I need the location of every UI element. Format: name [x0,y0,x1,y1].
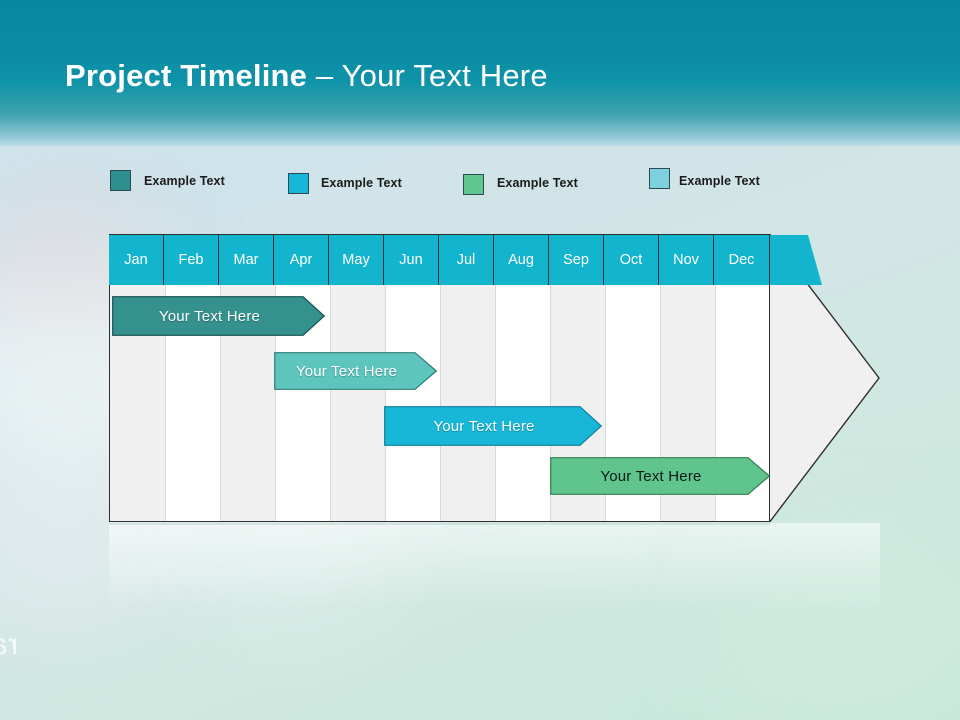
legend-swatch-1 [110,170,131,191]
task-bar-label: Your Text Here [295,362,398,380]
task-bar-shape [112,296,325,336]
month-header-nov[interactable]: Nov [659,235,714,285]
page-title-light: Your Text Here [341,58,548,93]
column-divider [275,260,276,521]
legend-label-3: Example Text [497,176,578,190]
page-title-strong: Project Timeline [65,58,308,93]
month-header-sep[interactable]: Sep [549,235,604,285]
column-divider [660,260,661,521]
column-divider [550,260,551,521]
month-header-apr[interactable]: Apr [274,235,329,285]
task-bar-3[interactable]: Your Text Here [384,406,602,446]
month-header-jan[interactable]: Jan [109,235,164,285]
column-divider [385,260,386,521]
month-header-feb[interactable]: Feb [164,235,219,285]
month-header-oct[interactable]: Oct [604,235,659,285]
chart-reflection [109,523,880,609]
column-divider [605,260,606,521]
legend-swatch-4 [649,168,670,189]
task-bar-shape [274,352,437,390]
legend-label-1: Example Text [144,174,225,188]
task-bar-4[interactable]: Your Text Here [550,457,770,495]
page-title-separator: – [307,58,342,93]
legend-swatch-2 [288,173,309,194]
task-bar-shape [550,457,770,495]
column-divider [330,260,331,521]
task-bar-1[interactable]: Your Text Here [112,296,325,336]
month-header-mar[interactable]: Mar [219,235,274,285]
task-bar-label: Your Text Here [600,467,702,485]
background-glow-5 [700,520,960,720]
chart-reflection-edge [109,523,770,525]
watermark: raadheesh @ gmail.com [0,628,18,661]
header-arrow-wedge [770,235,822,285]
task-bar-label: Your Text Here [433,417,535,435]
task-bar-label: Your Text Here [158,307,261,325]
page-title: Project Timeline – Your Text Here [65,58,548,94]
month-header-jul[interactable]: Jul [439,235,494,285]
legend-label-2: Example Text [321,176,402,190]
column-divider [715,260,716,521]
column-divider [220,260,221,521]
column-divider [495,260,496,521]
column-divider [440,260,441,521]
legend-swatch-3 [463,174,484,195]
legend-label-4: Example Text [679,174,760,188]
month-header-jun[interactable]: Jun [384,235,439,285]
month-header-may[interactable]: May [329,235,384,285]
task-bar-2[interactable]: Your Text Here [274,352,437,390]
task-bar-shape [384,406,602,446]
column-divider [165,260,166,521]
month-header-aug[interactable]: Aug [494,235,549,285]
month-header-dec[interactable]: Dec [714,235,770,285]
title-banner: Project Timeline – Your Text Here [0,0,960,146]
